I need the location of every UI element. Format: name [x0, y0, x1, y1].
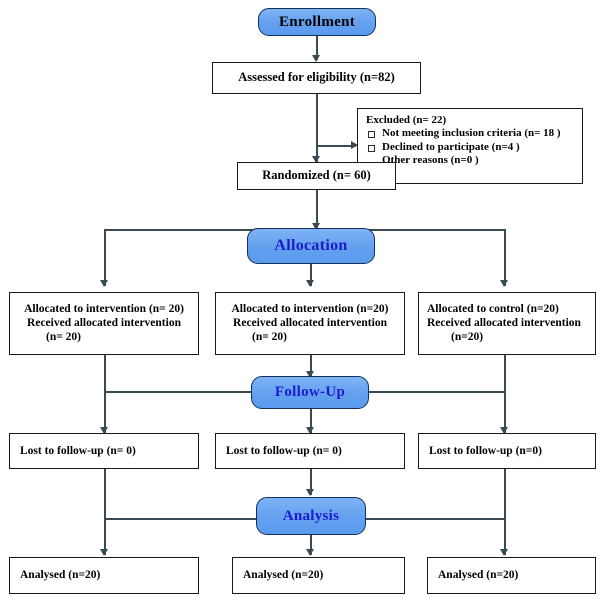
arrowhead-randomized — [311, 156, 320, 163]
arrowhead-allocation-right — [499, 280, 508, 287]
allocated-middle-line2: Received allocated intervention — [233, 317, 387, 330]
arrowhead-analysed-left — [99, 549, 108, 556]
arrowhead-followup-stage — [305, 371, 314, 378]
allocated-right-line1: Allocated to control (n=20) — [427, 303, 559, 315]
lost-left-label: Lost to follow-up (n= 0) — [20, 444, 136, 457]
connector-left-alloc-to-lost — [104, 355, 106, 433]
box-assessed-for-eligibility: Assessed for eligibility (n=82) — [212, 62, 421, 94]
allocated-left-line2: Received allocated intervention — [27, 317, 181, 330]
arrowhead-analysed-right — [499, 549, 508, 556]
analysed-right-label: Analysed (n=20) — [438, 569, 519, 582]
assessed-label: Assessed for eligibility (n=82) — [238, 70, 395, 85]
connector-assessed-to-randomized — [316, 94, 318, 162]
allocated-left-line3: (n= 20) — [46, 331, 81, 344]
connector-right-lost-to-analysed — [504, 469, 506, 555]
arrowhead-allocation-middle — [305, 280, 314, 287]
excluded-heading: Excluded (n= 22) — [366, 114, 447, 126]
connector-middle-lost-to-analysis — [310, 469, 312, 495]
allocated-left-line1: Allocated to intervention (n= 20) — [24, 303, 184, 315]
arrowhead-analysis-stage — [305, 489, 314, 496]
box-analysed-right: Analysed (n=20) — [427, 557, 596, 594]
arrowhead-analysed-middle — [305, 549, 314, 556]
stage-enrollment: Enrollment — [258, 8, 376, 36]
analysed-middle-label: Analysed (n=20) — [243, 569, 324, 582]
lost-right-label: Lost to follow-up (n=0) — [429, 444, 542, 457]
allocated-right-line2: Received allocated intervention — [427, 317, 581, 330]
excluded-reason-1: Not meeting inclusion criteria (n= 18 ) — [366, 127, 576, 140]
lost-middle-label: Lost to follow-up (n= 0) — [226, 444, 342, 457]
arrowhead-lost-middle — [305, 427, 314, 434]
connector-to-excluded — [316, 145, 356, 147]
box-lost-middle: Lost to follow-up (n= 0) — [215, 433, 405, 469]
connector-right-alloc-to-lost — [504, 355, 506, 433]
arrowhead-lost-right — [499, 427, 508, 434]
stage-allocation: Allocation — [247, 228, 375, 264]
allocated-middle-line1: Allocated to intervention (n=20) — [231, 303, 389, 315]
box-lost-right: Lost to follow-up (n=0) — [418, 433, 596, 469]
arrowhead-allocation-left — [99, 280, 108, 287]
excluded-reason-2: Declined to participate (n=4 ) — [366, 141, 576, 154]
arrowhead-allocation — [311, 223, 320, 230]
box-lost-left: Lost to follow-up (n= 0) — [9, 433, 199, 469]
connector-randomized-down — [316, 190, 318, 230]
box-allocated-middle: Allocated to intervention (n=20) Receive… — [215, 292, 405, 355]
arrowhead-excluded — [351, 140, 358, 149]
connector-allocation-middle-drop — [310, 264, 312, 286]
connector-left-lost-to-analysed — [104, 469, 106, 555]
analysed-left-label: Analysed (n=20) — [20, 569, 101, 582]
box-allocated-right: Allocated to control (n=20) Received all… — [418, 292, 596, 355]
box-excluded: Excluded (n= 22) Not meeting inclusion c… — [357, 108, 583, 184]
connector-allocation-left-drop — [104, 229, 106, 286]
box-allocated-left: Allocated to intervention (n= 20) Receiv… — [9, 292, 199, 355]
allocated-middle-line3: (n= 20) — [252, 331, 287, 344]
arrowhead-assessed — [311, 55, 320, 62]
randomized-label: Randomized (n= 60) — [262, 168, 371, 183]
connector-enrollment-to-assessed — [316, 36, 318, 60]
box-analysed-middle: Analysed (n=20) — [232, 557, 405, 594]
box-randomized: Randomized (n= 60) — [237, 162, 396, 190]
stage-followup: Follow-Up — [251, 376, 369, 409]
box-analysed-left: Analysed (n=20) — [9, 557, 199, 594]
excluded-reason-3: Other reasons (n=0 ) — [382, 154, 479, 167]
connector-allocation-right-drop — [504, 229, 506, 286]
stage-analysis: Analysis — [256, 497, 366, 535]
connector-middle-alloc-to-followup — [310, 355, 312, 377]
connector-analysis-to-analysed-middle — [310, 535, 312, 555]
allocated-right-line3: (n=20) — [451, 331, 484, 344]
arrowhead-lost-left — [99, 427, 108, 434]
connector-followup-to-lost-middle — [310, 409, 312, 433]
